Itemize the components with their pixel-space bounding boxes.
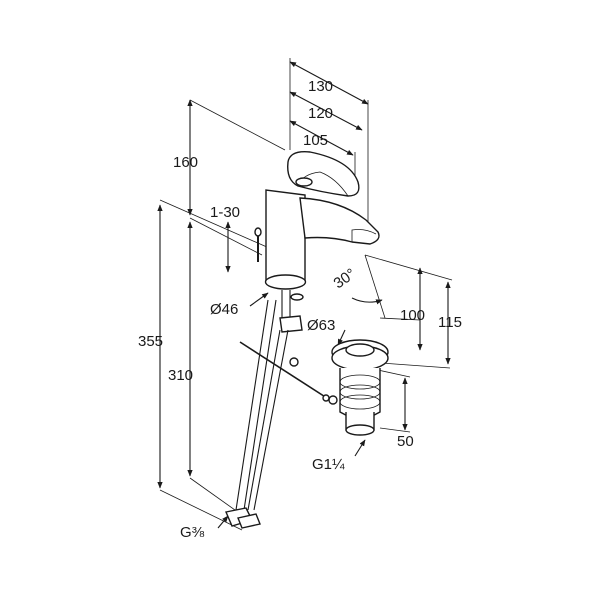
label-355: 355 [138, 333, 163, 350]
label-115: 115 [438, 314, 462, 331]
label-diameter-46: Ø46 [210, 301, 238, 318]
label-160: 160 [173, 154, 198, 171]
label-50: 50 [397, 433, 414, 450]
label-105: 105 [303, 132, 328, 149]
label-diameter-63: Ø63 [307, 317, 335, 334]
faucet-body [225, 151, 380, 529]
label-1-30: 1-30 [210, 204, 240, 221]
dimension-lines [157, 61, 451, 529]
label-120: 120 [308, 105, 333, 122]
label-g3-8: G⅜ [180, 524, 205, 541]
label-100: 100 [400, 307, 425, 324]
label-130: 130 [308, 78, 333, 95]
extension-lines [159, 58, 453, 531]
label-g1-1-4: G1¼ [312, 456, 345, 473]
label-310: 310 [168, 367, 193, 384]
pop-up-waste [328, 339, 389, 436]
dimension-labels: 130 120 105 160 1-30 30° Ø46 Ø63 100 115… [138, 78, 462, 541]
label-30-degree: 30° [331, 265, 359, 292]
